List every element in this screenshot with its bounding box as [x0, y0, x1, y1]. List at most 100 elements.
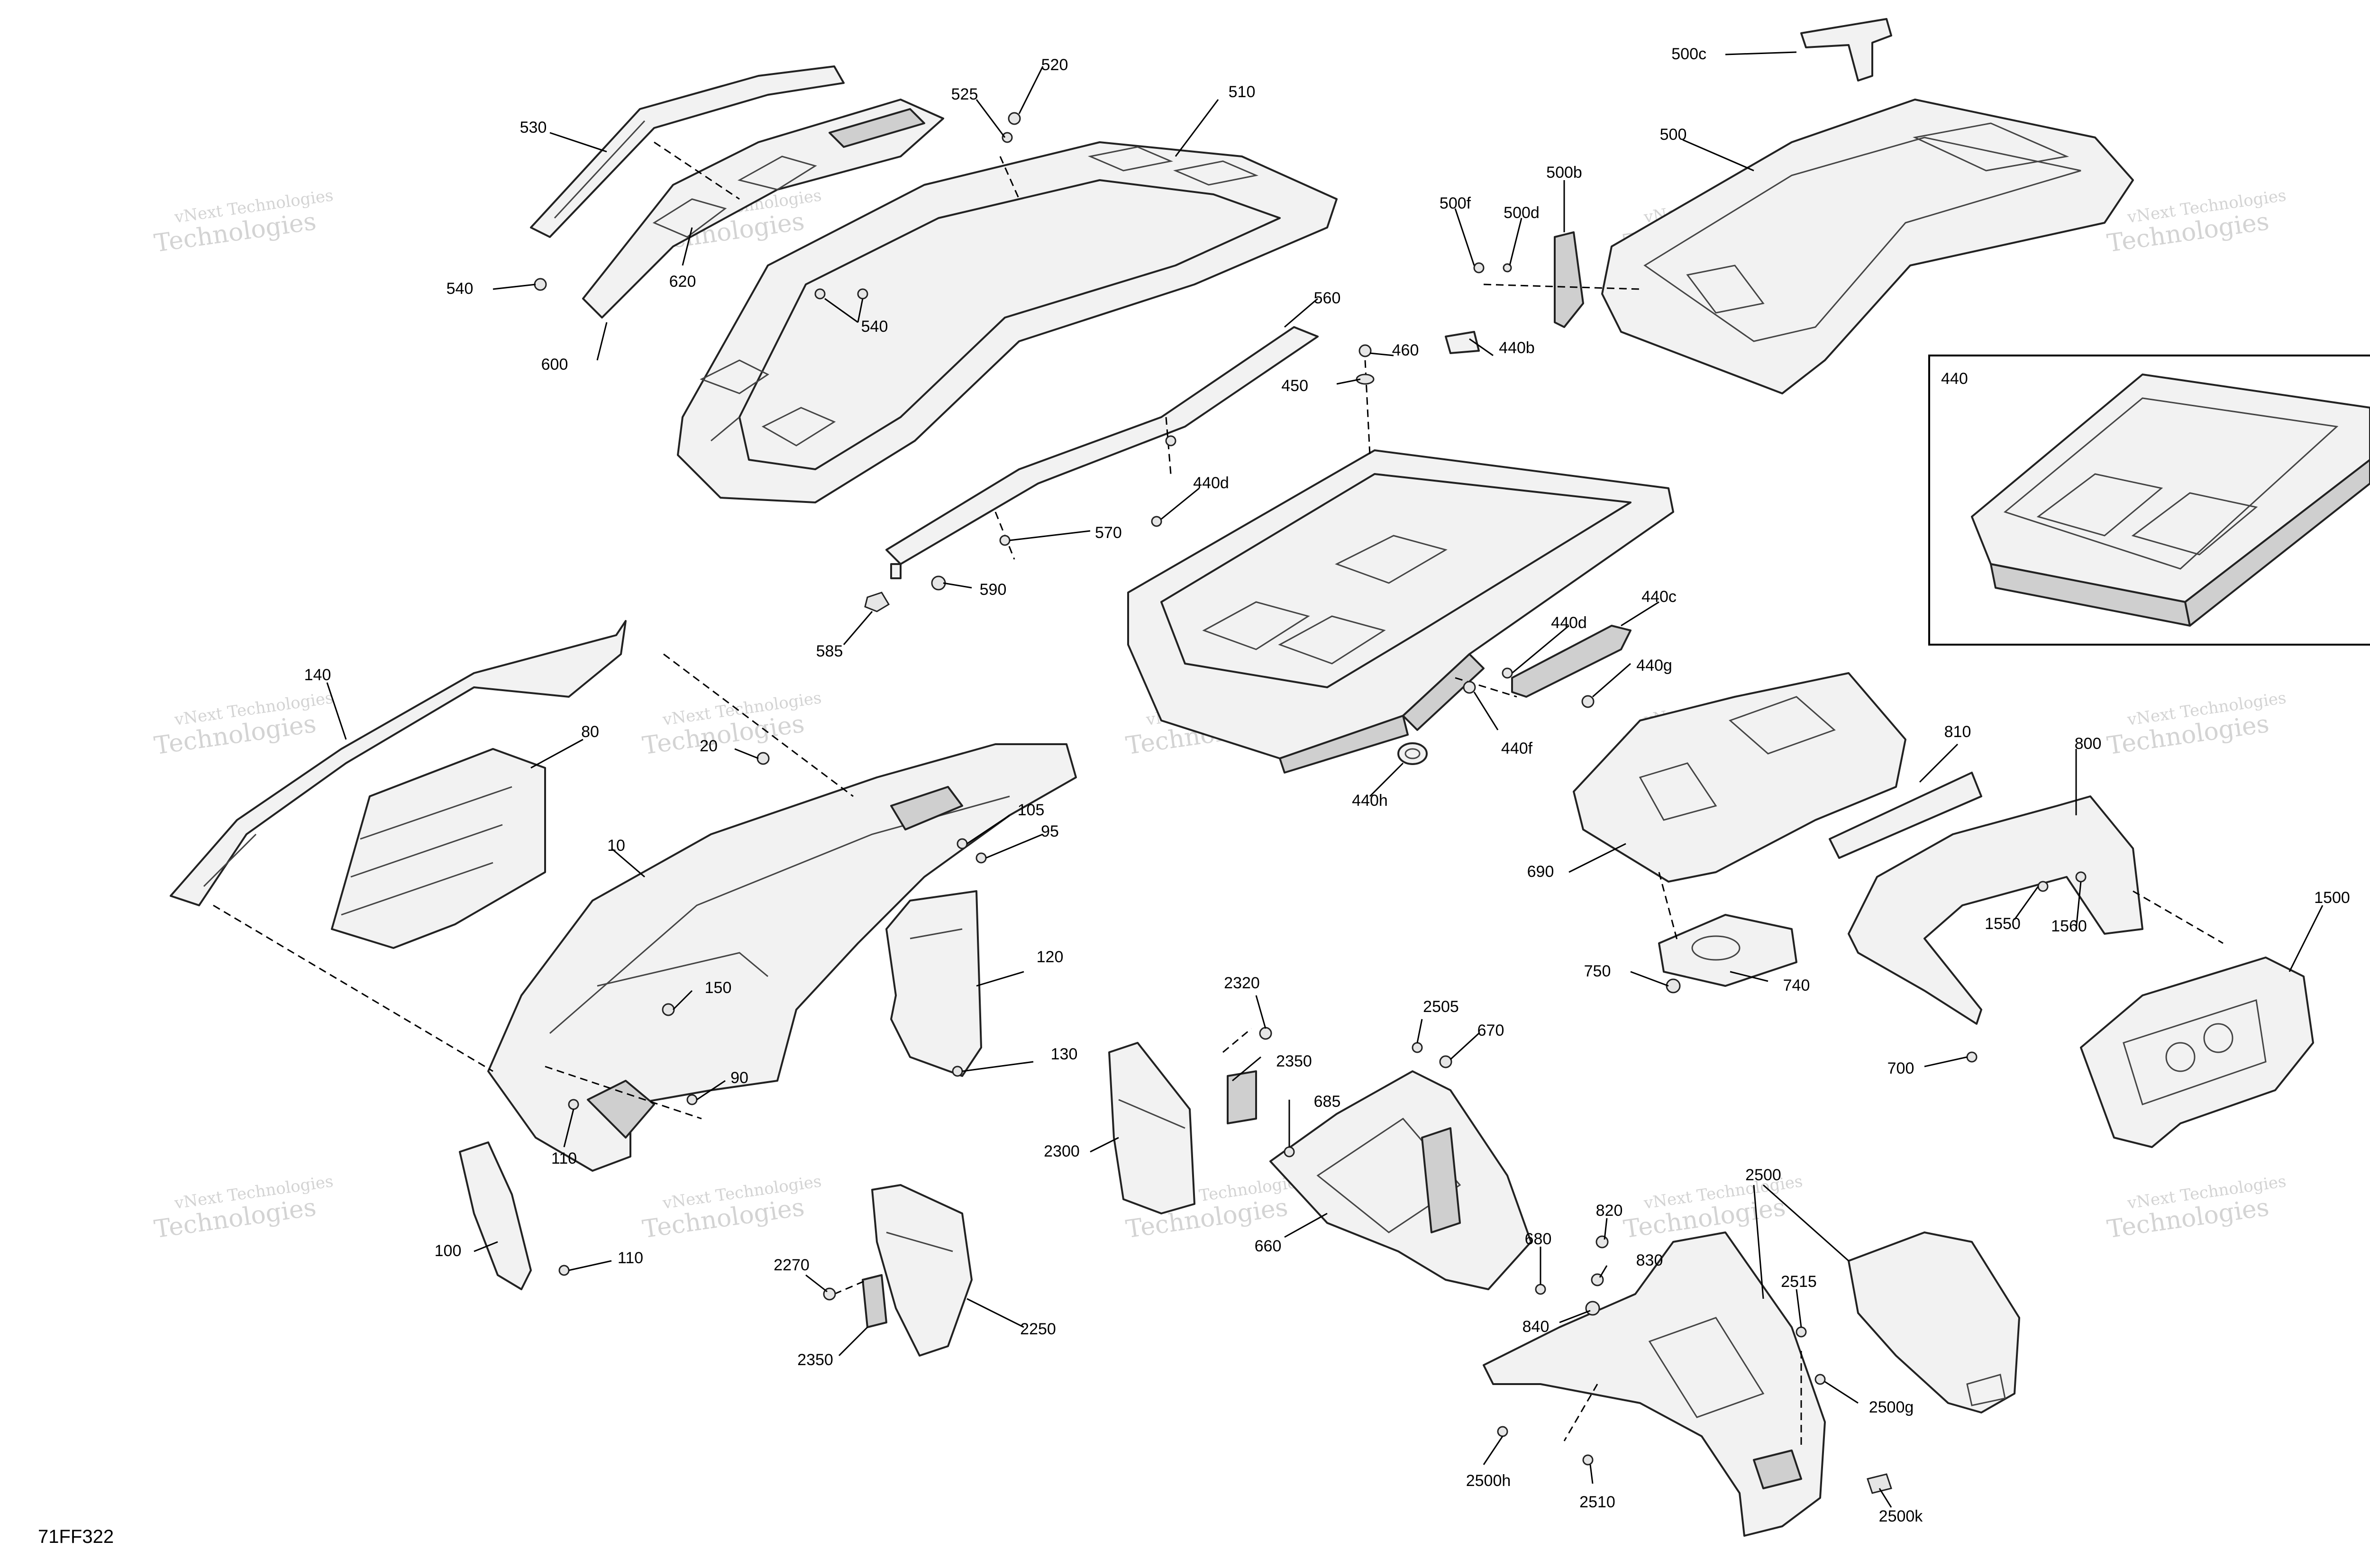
fastener-130 — [952, 1066, 963, 1077]
label-440g: 440g — [1636, 656, 1672, 675]
part-660-console-base — [1269, 1070, 1532, 1290]
label-20: 20 — [700, 737, 718, 755]
fastener-2505 — [1412, 1042, 1423, 1053]
label-100: 100 — [435, 1242, 462, 1260]
washer-450 — [1356, 374, 1375, 385]
fastener-570b — [999, 535, 1011, 546]
label-2500g: 2500g — [1869, 1398, 1914, 1416]
part-10-dashboard — [487, 743, 1077, 1172]
part-800-console — [1848, 795, 2143, 1025]
label-540-b: 540 — [861, 318, 888, 336]
label-500d: 500d — [1504, 204, 1540, 222]
label-510: 510 — [1229, 83, 1256, 101]
part-600-panel — [582, 99, 944, 319]
label-700: 700 — [1887, 1059, 1914, 1077]
label-440d-b: 440d — [1551, 614, 1587, 632]
fastener-95 — [975, 852, 987, 864]
label-585: 585 — [816, 642, 843, 660]
fastener-540b — [814, 288, 826, 300]
fastener-2510 — [1582, 1454, 1594, 1466]
label-2510: 2510 — [1579, 1493, 1615, 1511]
fastener-590 — [931, 575, 946, 591]
label-685: 685 — [1314, 1093, 1341, 1111]
fastener-2320 — [1259, 1027, 1272, 1040]
label-830: 830 — [1636, 1251, 1663, 1269]
label-500: 500 — [1660, 126, 1687, 144]
label-2300: 2300 — [1044, 1142, 1080, 1160]
part-690-cover — [1573, 672, 1906, 883]
label-440: 440 — [1941, 370, 1968, 388]
label-440f: 440f — [1501, 739, 1533, 757]
watermark: vNext Technologies Technologies — [2106, 688, 2288, 760]
fastener-1560 — [2075, 871, 2087, 883]
label-90: 90 — [730, 1069, 748, 1087]
fastener-110b — [558, 1265, 570, 1276]
label-750: 750 — [1584, 962, 1611, 980]
label-10: 10 — [607, 837, 625, 855]
explode-lines — [213, 141, 2224, 1446]
part-810-pad — [1829, 772, 1982, 859]
fastener-570a — [1165, 435, 1176, 447]
fastener-840 — [1585, 1301, 1600, 1316]
part-120-side-panel — [885, 890, 982, 1077]
fastener-700 — [1966, 1051, 1978, 1063]
label-590: 590 — [980, 581, 1007, 599]
fastener-105 — [957, 838, 968, 849]
part-440-tray — [1127, 449, 1674, 774]
part-510-rack-frame — [677, 141, 1338, 503]
label-520: 520 — [1041, 56, 1068, 74]
fastener-685 — [1284, 1146, 1295, 1158]
fastener-540c — [857, 288, 868, 300]
nut-585 — [864, 592, 890, 612]
label-570: 570 — [1095, 524, 1122, 542]
part-500b-latch — [1554, 231, 1584, 328]
label-600: 600 — [541, 356, 568, 374]
part-440h-grommet — [1397, 742, 1428, 765]
part-440c-handle — [1511, 625, 1632, 698]
part-2350-filter-b — [862, 1274, 887, 1328]
watermark: vNext Technologies Technologies — [153, 1172, 335, 1244]
label-740: 740 — [1783, 976, 1810, 994]
part-2350-filter-a — [1227, 1070, 1257, 1124]
inset-tray-440 — [1971, 374, 2370, 627]
label-540-a: 540 — [447, 280, 474, 298]
fastener-1550 — [2037, 881, 2049, 892]
fastener-500f — [1473, 262, 1485, 273]
label-95: 95 — [1041, 822, 1059, 840]
part-440b-pad — [1445, 331, 1480, 354]
fastener-750 — [1666, 978, 1681, 994]
label-810: 810 — [1944, 723, 1971, 741]
label-110-b: 110 — [618, 1249, 643, 1267]
label-130: 130 — [1051, 1045, 1078, 1063]
label-2350-b: 2350 — [797, 1351, 833, 1369]
fastener-820 — [1595, 1235, 1609, 1249]
fastener-500d — [1503, 263, 1512, 273]
fastener-2500h — [1497, 1426, 1508, 1437]
fastener-520 — [1008, 112, 1021, 125]
fastener-440d-b — [1502, 667, 1513, 679]
watermark: vNext Technologies Technologies — [153, 688, 335, 760]
part-1500-panel — [2080, 957, 2314, 1148]
label-500c: 500c — [1671, 45, 1706, 63]
fastener-2515 — [1796, 1326, 1807, 1338]
label-680: 680 — [1525, 1230, 1552, 1248]
label-105: 105 — [1018, 801, 1045, 819]
label-2350-a: 2350 — [1276, 1052, 1312, 1070]
label-440d-a: 440d — [1193, 474, 1229, 492]
part-2500-lower-console — [1483, 1231, 1826, 1537]
label-500f: 500f — [1440, 194, 1471, 212]
label-80: 80 — [581, 723, 599, 741]
inset-frame — [1928, 355, 2370, 646]
label-440h: 440h — [1352, 792, 1388, 810]
part-140-dash-bar — [170, 620, 627, 906]
part-2500-lid — [1848, 1231, 2020, 1413]
fastener-440g — [1581, 695, 1595, 708]
label-820: 820 — [1596, 1202, 1623, 1220]
part-80-vent — [331, 748, 546, 949]
label-110-a: 110 — [551, 1149, 577, 1167]
part-labels: 500c 520 525 510 530 500 500b 500f 500d … — [304, 45, 2350, 1525]
part-2300-duct — [1108, 1042, 1195, 1214]
part-500-cover — [1601, 99, 2134, 394]
label-620: 620 — [669, 273, 696, 291]
